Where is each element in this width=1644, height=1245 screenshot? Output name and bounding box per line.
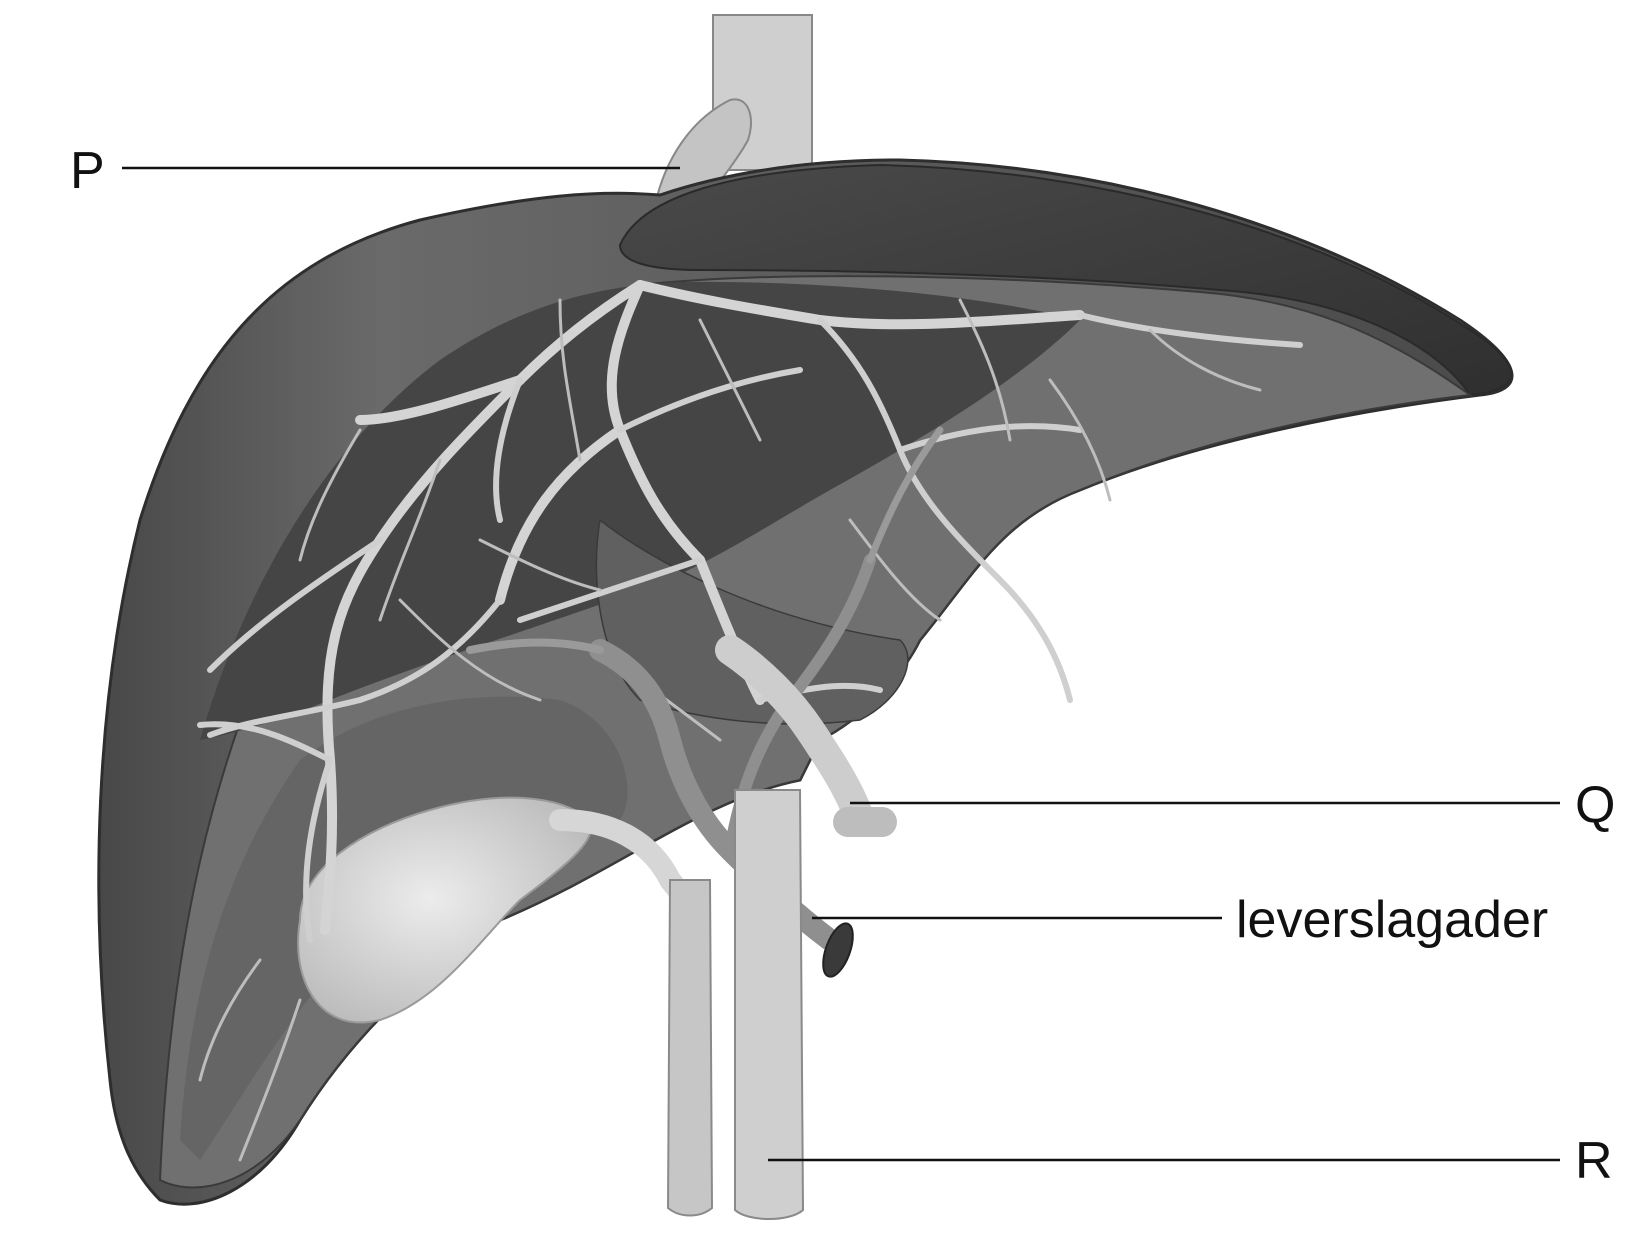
bile-duct [666, 879, 714, 1217]
label-q: Q [1575, 776, 1615, 834]
label-r: R [1575, 1132, 1613, 1190]
vessel-q [715, 635, 897, 837]
label-p: P [70, 142, 105, 200]
label-hepatic-artery: leverslagader [1236, 891, 1548, 949]
gallbladder [297, 796, 701, 1024]
left-lobe [618, 163, 1513, 397]
vena-cava-lower [734, 789, 805, 1220]
